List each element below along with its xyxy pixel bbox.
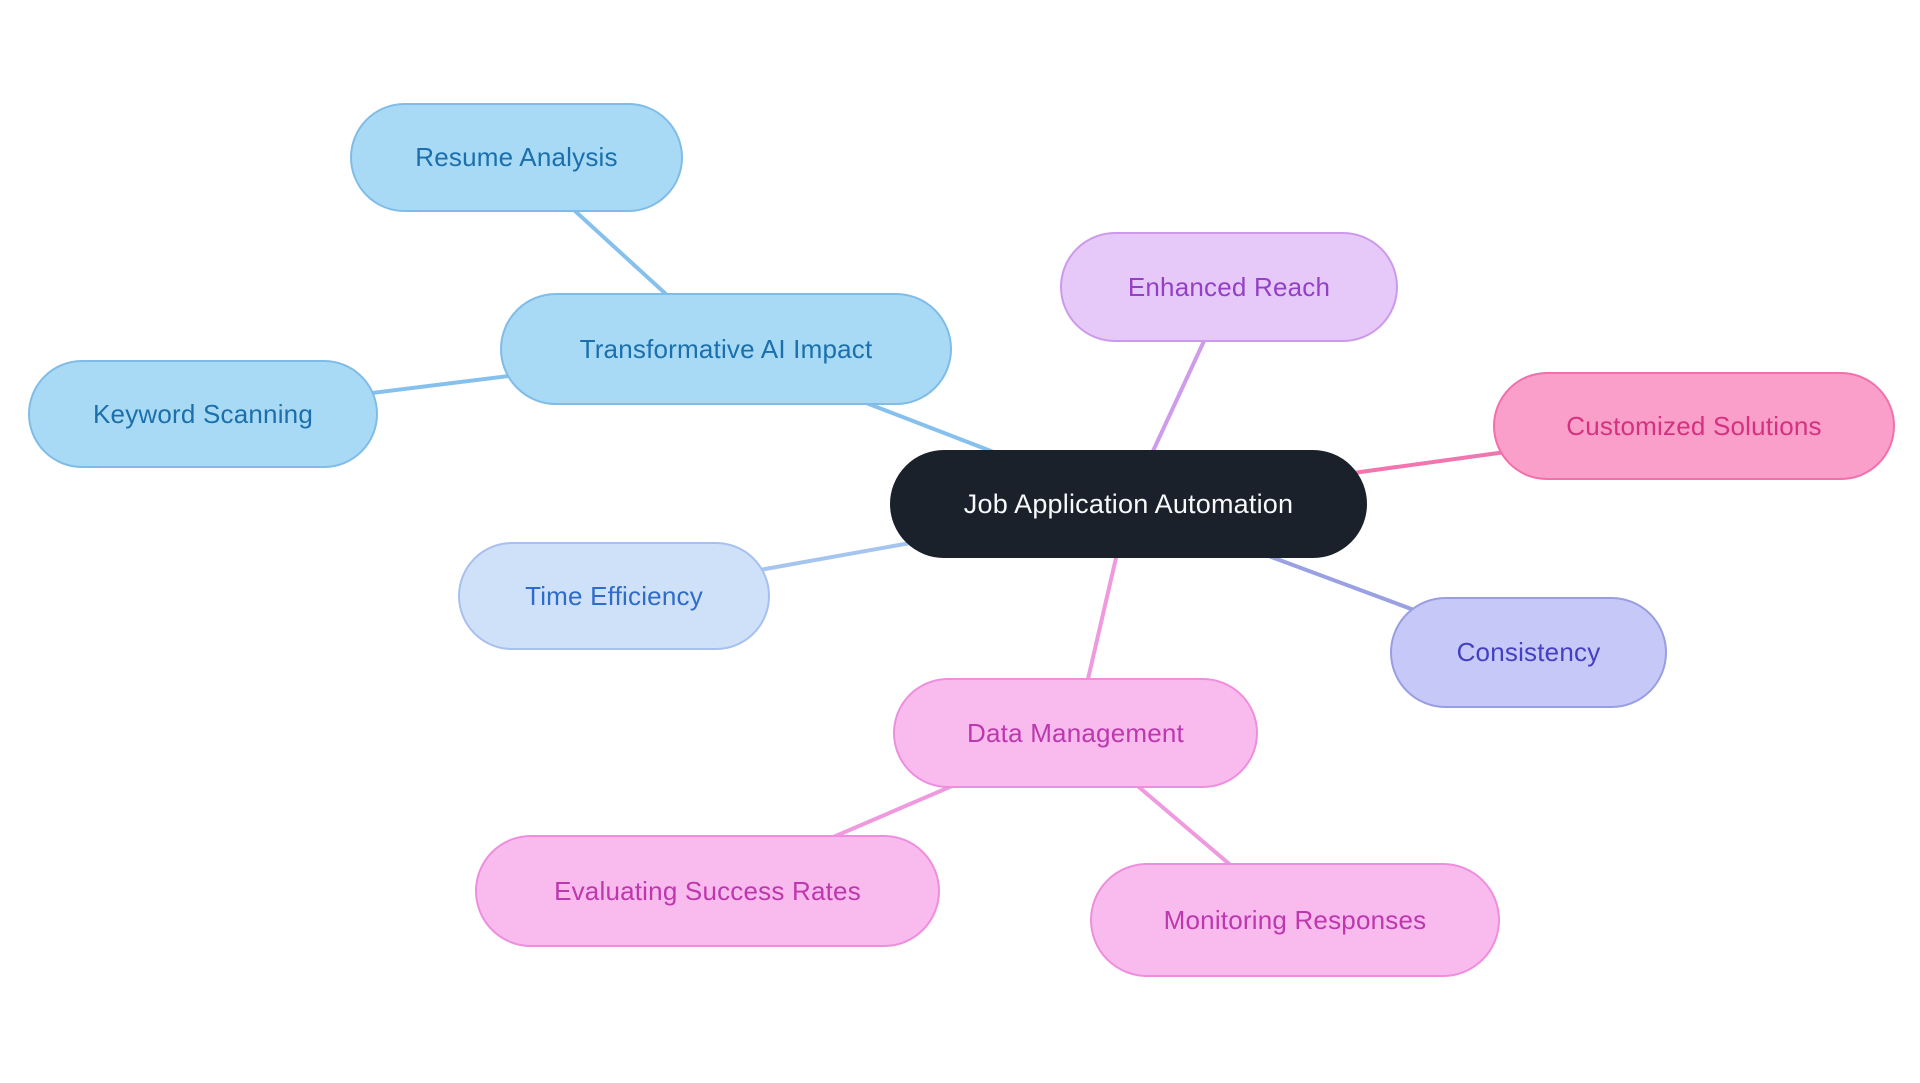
node-label: Customized Solutions <box>1566 410 1822 441</box>
node-label: Enhanced Reach <box>1127 271 1331 302</box>
node-resume-analysis[interactable]: Resume Analysis <box>350 103 683 212</box>
node-customized-solutions[interactable]: Customized Solutions <box>1493 372 1895 480</box>
node-time-efficiency[interactable]: Time Efficiency <box>458 542 770 650</box>
node-label: Consistency <box>1456 637 1601 667</box>
node-keyword-scanning[interactable]: Keyword Scanning <box>28 360 378 468</box>
node-label: Data Management <box>967 717 1184 748</box>
node-transformative-ai-impact[interactable]: Transformative AI Impact <box>500 293 952 405</box>
node-enhanced-reach[interactable]: Enhanced Reach <box>1060 232 1398 342</box>
node-monitoring-responses[interactable]: Monitoring Responses <box>1090 863 1500 977</box>
node-consistency[interactable]: Consistency <box>1390 597 1667 708</box>
node-label: Keyword Scanning <box>93 398 313 429</box>
node-label: Monitoring Responses <box>1163 904 1427 935</box>
node-label: Time Efficiency <box>525 580 703 611</box>
node-label: Job Application Automation <box>963 488 1294 519</box>
node-evaluating-success-rates[interactable]: Evaluating Success Rates <box>475 835 940 947</box>
node-central[interactable]: Job Application Automation <box>890 450 1367 558</box>
node-label: Transformative AI Impact <box>579 333 873 364</box>
node-label: Resume Analysis <box>415 142 618 172</box>
node-label: Evaluating Success Rates <box>554 875 861 906</box>
node-data-management[interactable]: Data Management <box>893 678 1258 788</box>
